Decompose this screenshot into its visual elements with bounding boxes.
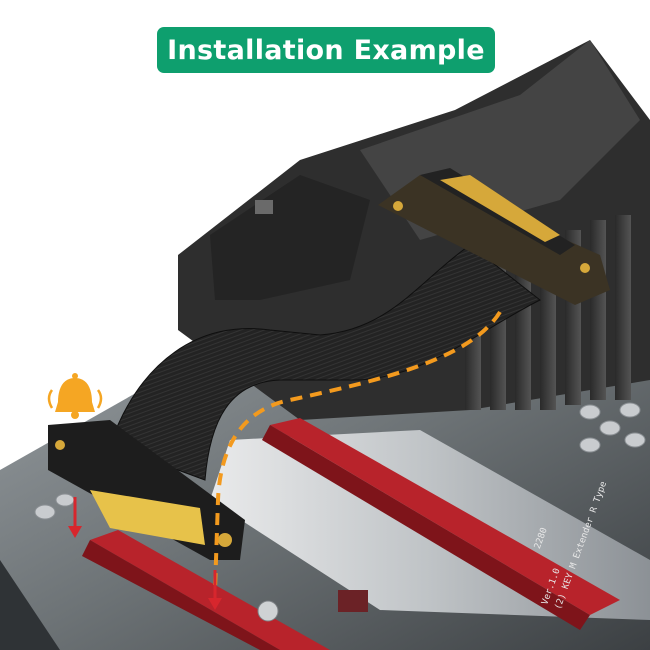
capacitors xyxy=(34,402,646,520)
pcie-adapter-card xyxy=(378,168,610,305)
bell-icon xyxy=(47,373,103,419)
page-title: Installation Example xyxy=(157,27,495,73)
dashed-connection-path xyxy=(213,310,502,591)
m2-adapter-board xyxy=(48,420,245,560)
screw xyxy=(257,600,279,622)
pcie-slot-upper xyxy=(262,418,620,630)
m2-slot-cutout xyxy=(338,590,368,612)
down-arrow-icon xyxy=(68,497,222,610)
motherboard-edge xyxy=(0,560,60,650)
